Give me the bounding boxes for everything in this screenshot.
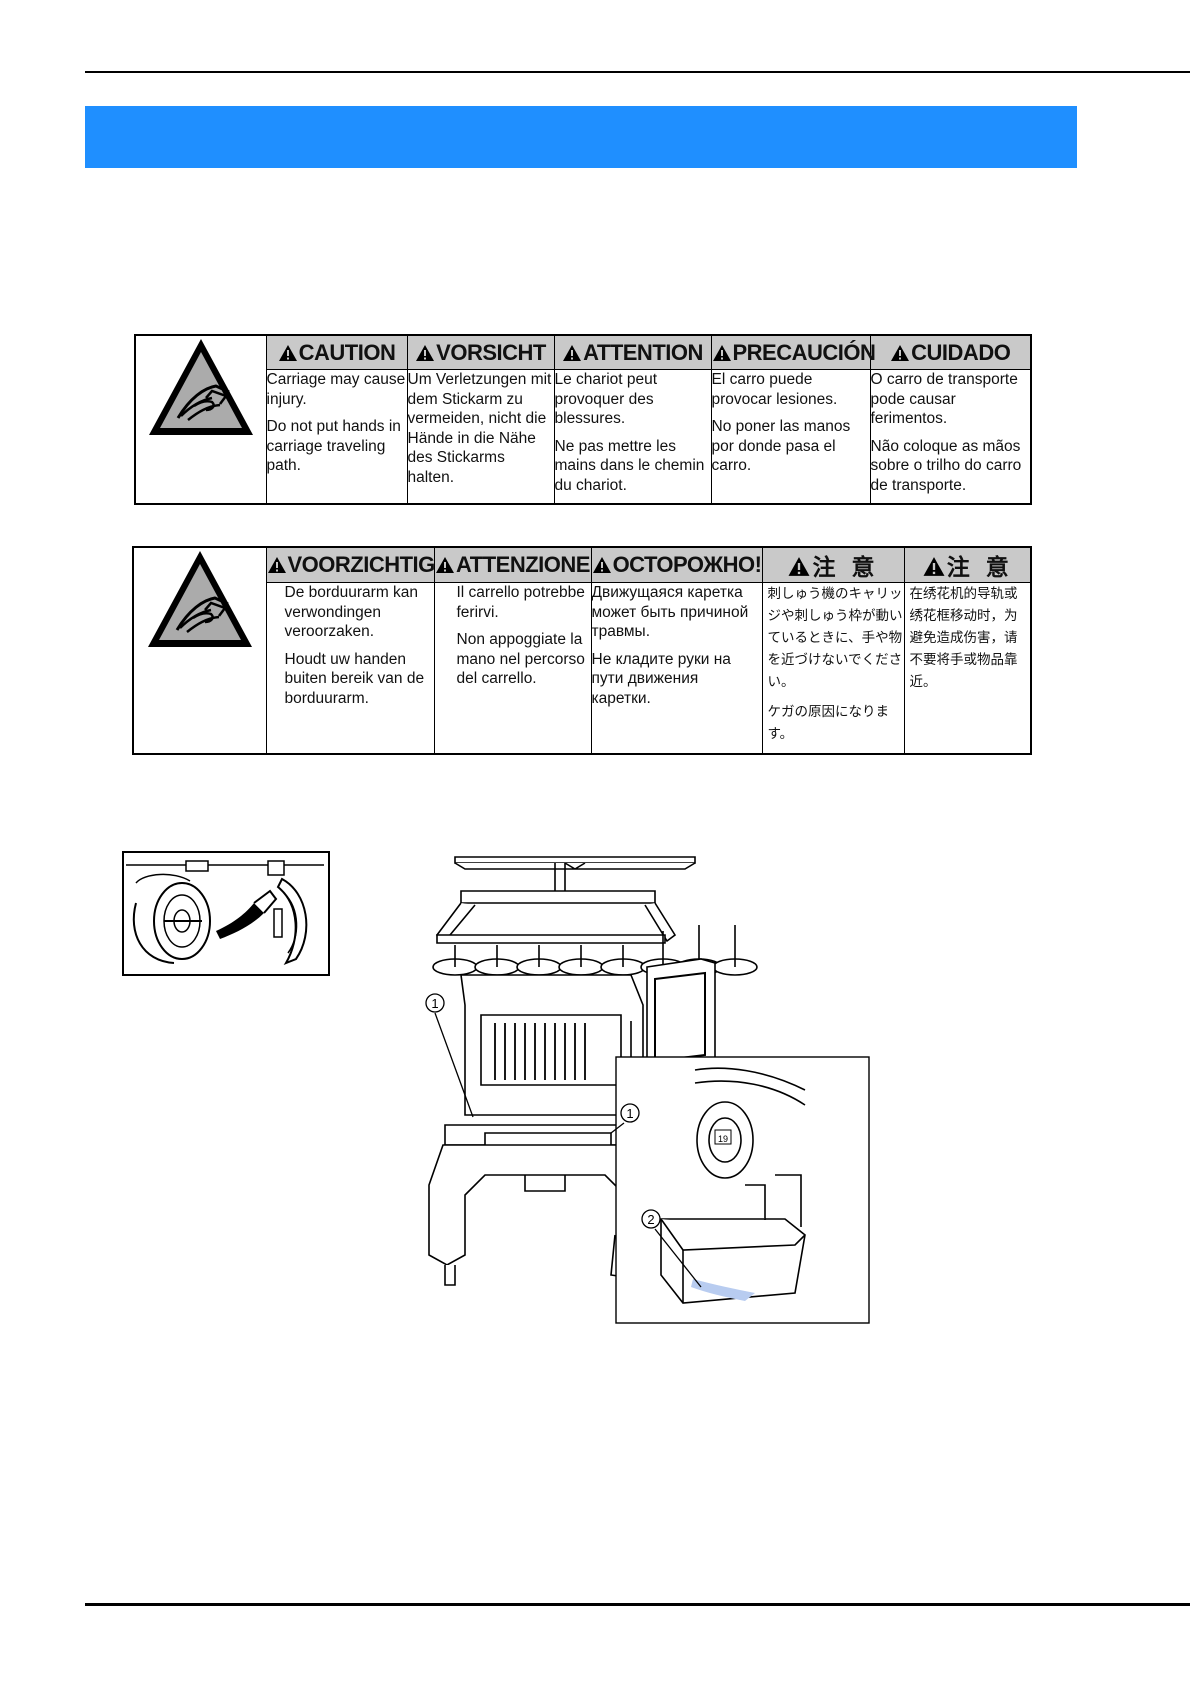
svg-text:2: 2 [647,1212,654,1227]
header-precaucion: PRECAUCIÓN [710,334,876,370]
callout-1-right: 1 [620,1103,640,1123]
label-text-german: Um Verletzungen mit dem Stickarm zu verm… [406,369,555,505]
label-text-portuguese: O carro de transporte pode causar ferime… [869,369,1032,505]
section-banner [85,106,1077,168]
warning-triangle-icon [712,344,731,361]
header-caution: CAUTION [265,334,408,370]
header-attenzione: ATTENZIONE [433,546,592,583]
warning-triangle-icon [923,557,945,576]
warning-triangle-icon [267,557,286,573]
label-text-japanese: 刺しゅう機のキャリッジや刺しゅう枠が動いているときに、手や物を近づけないでくださ… [761,582,905,755]
header-cuidado: CUIDADO [869,334,1032,370]
embroidery-machine-figure: 1 1 2 19 [425,855,870,1325]
label-text-english: Carriage may cause injury.Do not put han… [265,369,408,505]
header-attention: ATTENTION [553,334,712,370]
warning-triangle-icon [891,344,910,361]
warning-triangle-icon [278,344,297,361]
label-text-russian: Движущаяся каретка может быть причиной т… [590,582,763,755]
warning-label-row-1: CAUTION VORSICHT ATTENTION PRECAUCIÓN CU… [134,334,1032,505]
label-text-chinese: 在绣花机的导轨或绣花框移动时，为避免造成伤害，请不要将手或物品靠近。 [903,582,1032,755]
header-chinese: 注 意 [903,546,1032,583]
bottom-rule [85,1603,1190,1606]
label-text-italian: Il carrello potrebbe ferirvi.Non appoggi… [433,582,592,755]
header-voorzichtig: VOORZICHTIG [265,546,435,583]
warning-triangle-icon [416,344,435,361]
label-text-french: Le chariot peut provoquer des blessures.… [553,369,712,505]
svg-text:1: 1 [431,996,438,1011]
rotary-hook-oiling-figure [122,851,330,976]
hand-crush-warning-icon [134,334,267,505]
header-vorsicht: VORSICHT [406,334,555,370]
header-ostorozhno: ОСТОРОЖНО! [590,546,763,583]
bobbin-number: 19 [718,1134,728,1144]
label-text-dutch: De borduurarm kan verwondingen veroorzak… [265,582,435,755]
top-rule [85,71,1190,73]
callout-1-left: 1 [425,993,445,1013]
warning-triangle-icon [563,344,582,361]
label-text-spanish: El carro puede provocar lesiones.No pone… [710,369,871,505]
warning-triangle-icon [592,557,611,573]
warning-triangle-icon [436,557,455,573]
warning-label-row-2: VOORZICHTIG ATTENZIONE ОСТОРОЖНО! 注 意 注 … [132,546,1032,755]
callout-2: 2 [641,1209,661,1229]
header-japanese: 注 意 [761,546,905,583]
warning-triangle-icon [788,557,810,576]
hand-crush-warning-icon [132,546,267,755]
svg-text:1: 1 [626,1106,633,1121]
